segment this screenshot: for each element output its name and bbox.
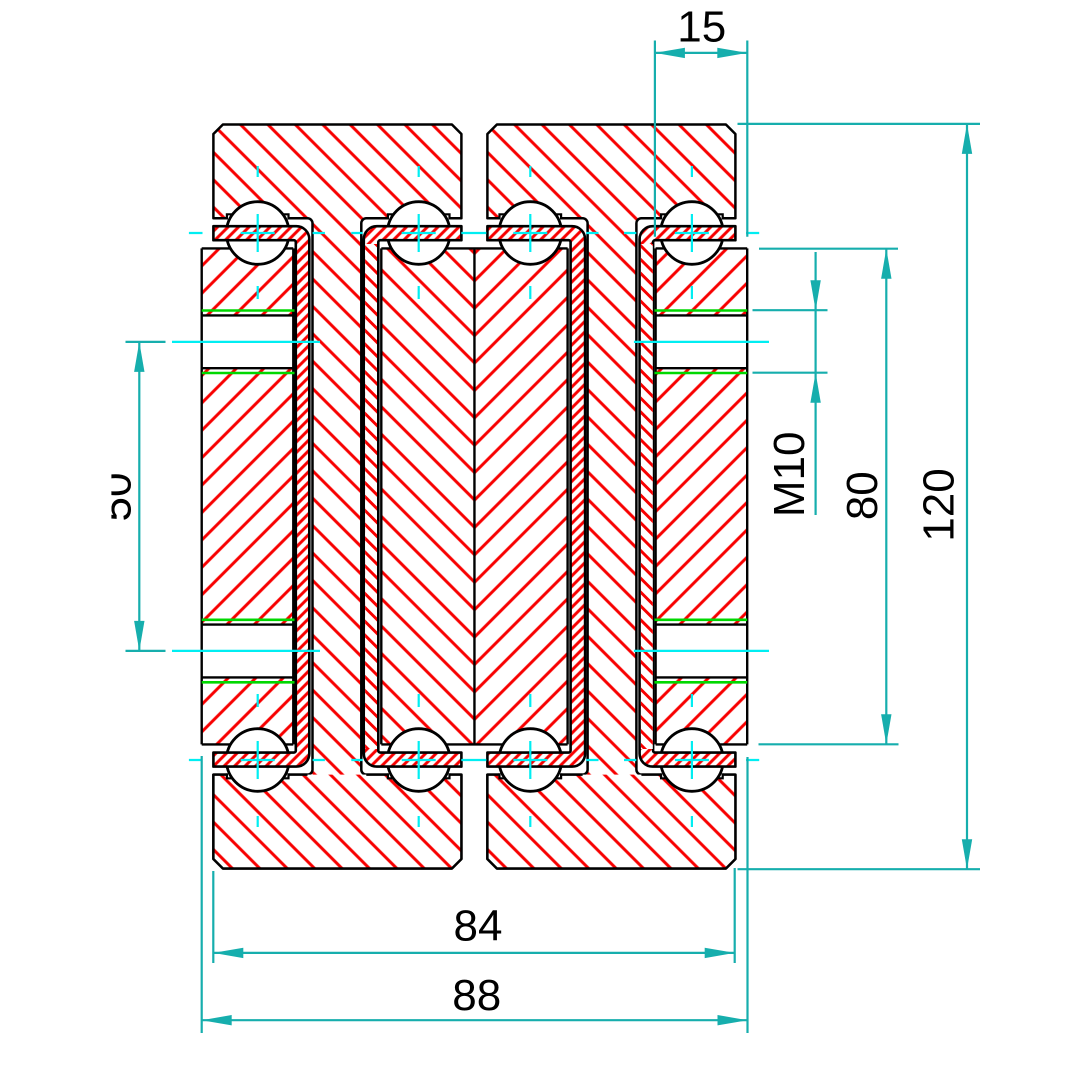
svg-text:88: 88	[452, 971, 501, 1020]
svg-text:84: 84	[454, 902, 503, 951]
svg-text:80: 80	[838, 471, 887, 520]
svg-text:50: 50	[92, 473, 141, 522]
svg-text:120: 120	[915, 468, 964, 541]
svg-text:M10: M10	[765, 432, 814, 518]
svg-text:15: 15	[677, 3, 726, 52]
